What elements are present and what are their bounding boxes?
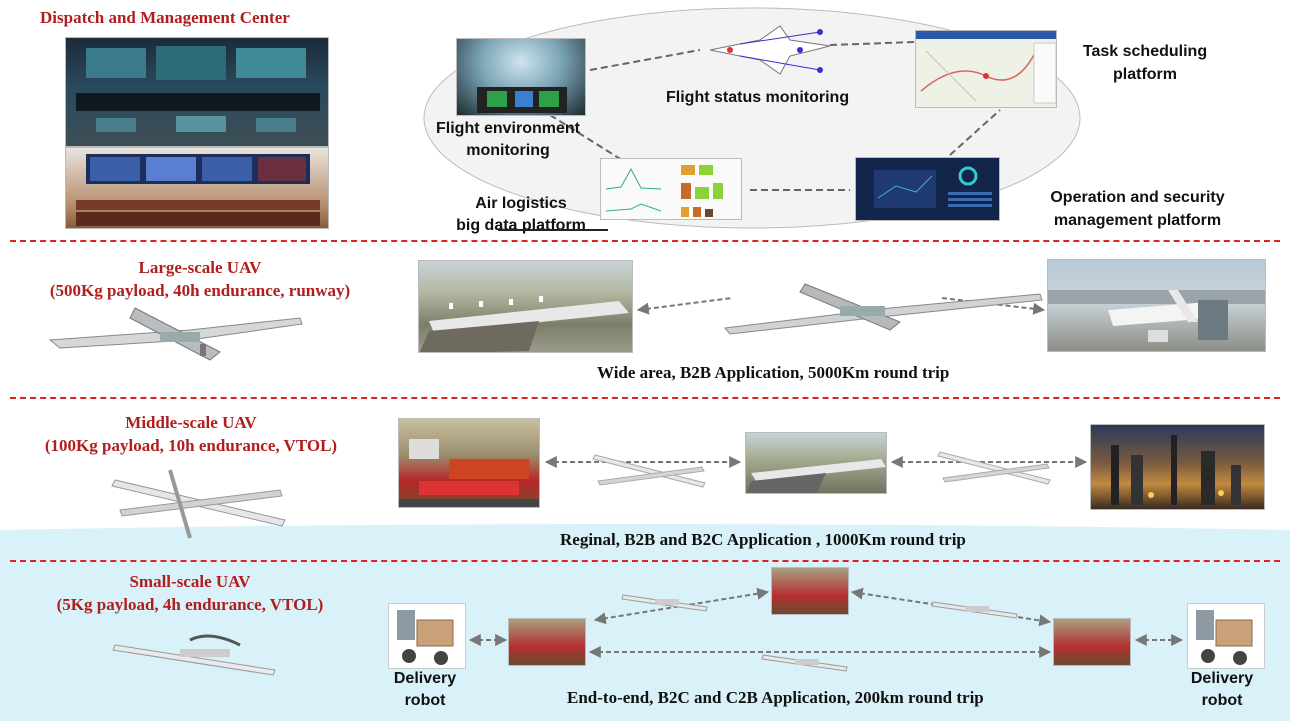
middle-uav-title: Middle-scale UAV	[125, 413, 257, 432]
small-uav-spec: (5Kg payload, 4h endurance, VTOL)	[56, 595, 324, 614]
divider-2	[10, 397, 1280, 399]
cargo-plane-photo	[1047, 259, 1266, 352]
task-scheduling-map	[915, 30, 1057, 108]
delivery-robot-right-image	[1187, 603, 1265, 669]
task-scheduling-label: Task scheduling platform	[1082, 43, 1208, 83]
middle-tier-arrows	[544, 456, 1088, 468]
small-uav-drone-3	[761, 654, 848, 672]
flight-status-label: Flight status monitoring	[666, 89, 850, 106]
large-uav-drone-center	[724, 283, 1043, 335]
small-uav-drone-1	[621, 594, 708, 612]
control-room-photo-upper	[65, 37, 329, 147]
ops-security-dashboard	[855, 157, 1000, 221]
divider-3	[10, 560, 1280, 562]
small-uav-drone-left	[112, 634, 276, 676]
refinery-photo	[1090, 424, 1265, 510]
middle-uav-label: Middle-scale UAV (100Kg payload, 10h end…	[0, 411, 382, 457]
middle-tier-caption: Reginal, B2B and B2C Application , 1000K…	[560, 530, 966, 549]
underline	[498, 229, 608, 231]
delivery-robot-right-label: Delivery robot	[1190, 670, 1254, 709]
hub-photo-top	[771, 567, 849, 615]
delivery-robot-left-label: Delivery robot	[393, 670, 457, 709]
hub-photo-left	[508, 618, 586, 666]
small-uav-label: Small-scale UAV (5Kg payload, 4h enduran…	[0, 570, 380, 616]
middle-uav-spec: (100Kg payload, 10h endurance, VTOL)	[44, 436, 338, 455]
airport-photo-small	[745, 432, 887, 494]
small-tier-caption: End-to-end, B2C and C2B Application, 200…	[567, 688, 984, 707]
control-room-photo-lower	[65, 147, 329, 229]
dispatch-center-title: Dispatch and Management Center	[40, 8, 290, 27]
industrial-campus-photo	[398, 418, 540, 508]
small-uav-drone-2	[931, 601, 1018, 619]
divider-1	[10, 240, 1280, 242]
small-uav-title: Small-scale UAV	[129, 572, 251, 591]
large-uav-spec: (500Kg payload, 40h endurance, runway)	[49, 281, 351, 300]
flight-status-image	[700, 22, 840, 78]
large-tier-caption: Wide area, B2B Application, 5000Km round…	[597, 363, 950, 382]
middle-uav-drone-2	[937, 451, 1051, 485]
hub-photo-right	[1053, 618, 1131, 666]
airport-photo	[418, 260, 633, 353]
delivery-robot-left-image	[388, 603, 466, 669]
large-uav-title: Large-scale UAV	[138, 258, 262, 277]
ops-security-label: Operation and security management platfo…	[1050, 189, 1225, 229]
cockpit-image	[456, 38, 586, 116]
middle-uav-drone-left	[111, 469, 286, 539]
flight-environment-label: Flight environment monitoring	[436, 120, 580, 159]
large-uav-drone-left	[48, 307, 303, 361]
big-data-dashboard	[600, 158, 742, 220]
large-uav-label: Large-scale UAV (500Kg payload, 40h endu…	[0, 256, 400, 302]
middle-uav-drone-1	[592, 454, 706, 488]
